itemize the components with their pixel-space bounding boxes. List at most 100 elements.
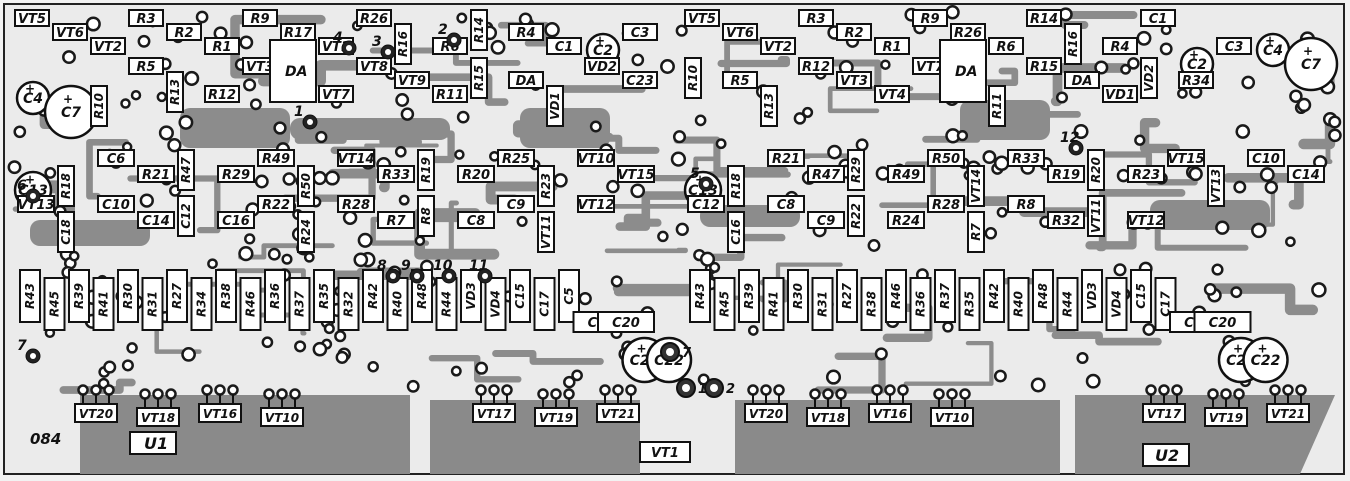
copper-trace [903, 340, 994, 386]
component-body [166, 23, 202, 41]
component-label: R15 [472, 65, 486, 91]
component: C1 [546, 37, 582, 55]
component-body [860, 277, 883, 331]
component-label: R28 [932, 198, 960, 213]
component: VT8 [356, 57, 392, 75]
component: R5 [128, 57, 164, 75]
component-label: R21 [772, 152, 800, 167]
component: C10 [97, 195, 135, 213]
component-label: R33 [1012, 152, 1040, 167]
op-amp-chip: DA [939, 39, 987, 103]
solder-pad [1188, 166, 1203, 182]
solder-pad [1311, 282, 1327, 298]
component-label: R11 [436, 88, 464, 103]
component-label: DA [516, 74, 537, 89]
component-label: R8 [419, 207, 433, 225]
component-label: VD1 [1105, 88, 1135, 103]
solder-pad [137, 34, 151, 48]
component-body [967, 211, 985, 253]
component-body [687, 195, 725, 213]
component: VT2 [760, 37, 796, 55]
component: R9 [912, 9, 948, 27]
pin-number: 2 [726, 382, 735, 397]
component-label: R14 [1030, 12, 1058, 27]
component-label: R7 [386, 214, 406, 229]
component-label: R49 [892, 168, 920, 183]
component-body [52, 23, 88, 41]
component: R39 [68, 269, 90, 323]
component-label: C16 [222, 214, 250, 229]
component: R11 [988, 85, 1006, 127]
component-body [967, 165, 985, 207]
transistor: VT16 [198, 384, 242, 423]
component: R34 [1178, 71, 1214, 89]
solder-pad [44, 166, 57, 179]
pin-number: 5 [690, 166, 700, 182]
component-body [885, 269, 907, 323]
solder-pad [1073, 123, 1089, 140]
component-label: C12 [692, 198, 720, 213]
component-body [760, 85, 778, 127]
component-body [508, 23, 544, 41]
component: VD3 [460, 269, 482, 323]
component-body [377, 165, 415, 183]
component-label: R9 [920, 12, 939, 27]
component-label: R29 [849, 157, 863, 183]
component-label: VT21 [1271, 407, 1305, 421]
solder-pad [158, 125, 174, 141]
solder-pad [1289, 89, 1303, 103]
solder-pad [1177, 88, 1188, 99]
solder-pad [1233, 180, 1247, 194]
transistor: VT17 [472, 384, 516, 423]
component-body [713, 277, 736, 331]
copper-area [1150, 200, 1270, 230]
component: R10 [90, 85, 108, 127]
solder-pad [1285, 236, 1296, 248]
component: R10 [684, 57, 702, 99]
component-label: R11 [990, 93, 1004, 119]
copper-trace [1050, 63, 1130, 107]
component-body [337, 277, 360, 331]
component: R47 [807, 165, 845, 183]
component: VT14 [337, 149, 375, 167]
component: R22 [257, 195, 295, 213]
component: R19 [1047, 165, 1085, 183]
component: R31 [811, 277, 834, 331]
component: VT15 [1167, 149, 1205, 167]
pin-number: 1 [698, 382, 707, 397]
component: R27 [836, 269, 858, 323]
component-label: R46 [889, 283, 903, 309]
component-label: R14 [472, 17, 486, 43]
component-label: R23 [539, 173, 553, 199]
solder-pad [1134, 134, 1146, 146]
solder-pad [244, 233, 256, 245]
component: R49 [257, 149, 295, 167]
section-label-box-u2 [1142, 443, 1190, 467]
solder-pad [184, 70, 200, 86]
component: R46 [239, 277, 262, 331]
component-label: R5 [730, 74, 749, 89]
component: R30 [787, 269, 809, 323]
section-label-box-u1 [129, 431, 177, 455]
component-label: C10 [1252, 152, 1280, 167]
component-label: C9 [507, 198, 526, 213]
solder-pad [456, 12, 468, 24]
component-body [1130, 269, 1152, 323]
component-label: C3 [1225, 40, 1244, 55]
component-label: R47 [812, 168, 841, 183]
component-body [1216, 37, 1252, 55]
transistor: VT20 [74, 384, 118, 423]
component-label: R32 [342, 291, 356, 317]
component-label: R44 [1061, 291, 1075, 317]
component-label: R36 [268, 283, 282, 309]
component-body [313, 269, 335, 323]
component-label: R30 [121, 283, 135, 309]
component-label: R10 [92, 93, 106, 119]
component-label: R34 [1182, 74, 1210, 89]
svg-text:+: + [25, 81, 35, 95]
component: C15 [509, 269, 531, 323]
component-label: R26 [954, 26, 982, 41]
component: R14 [1026, 9, 1062, 27]
component: R36 [264, 269, 286, 323]
component: C16 [217, 211, 255, 229]
